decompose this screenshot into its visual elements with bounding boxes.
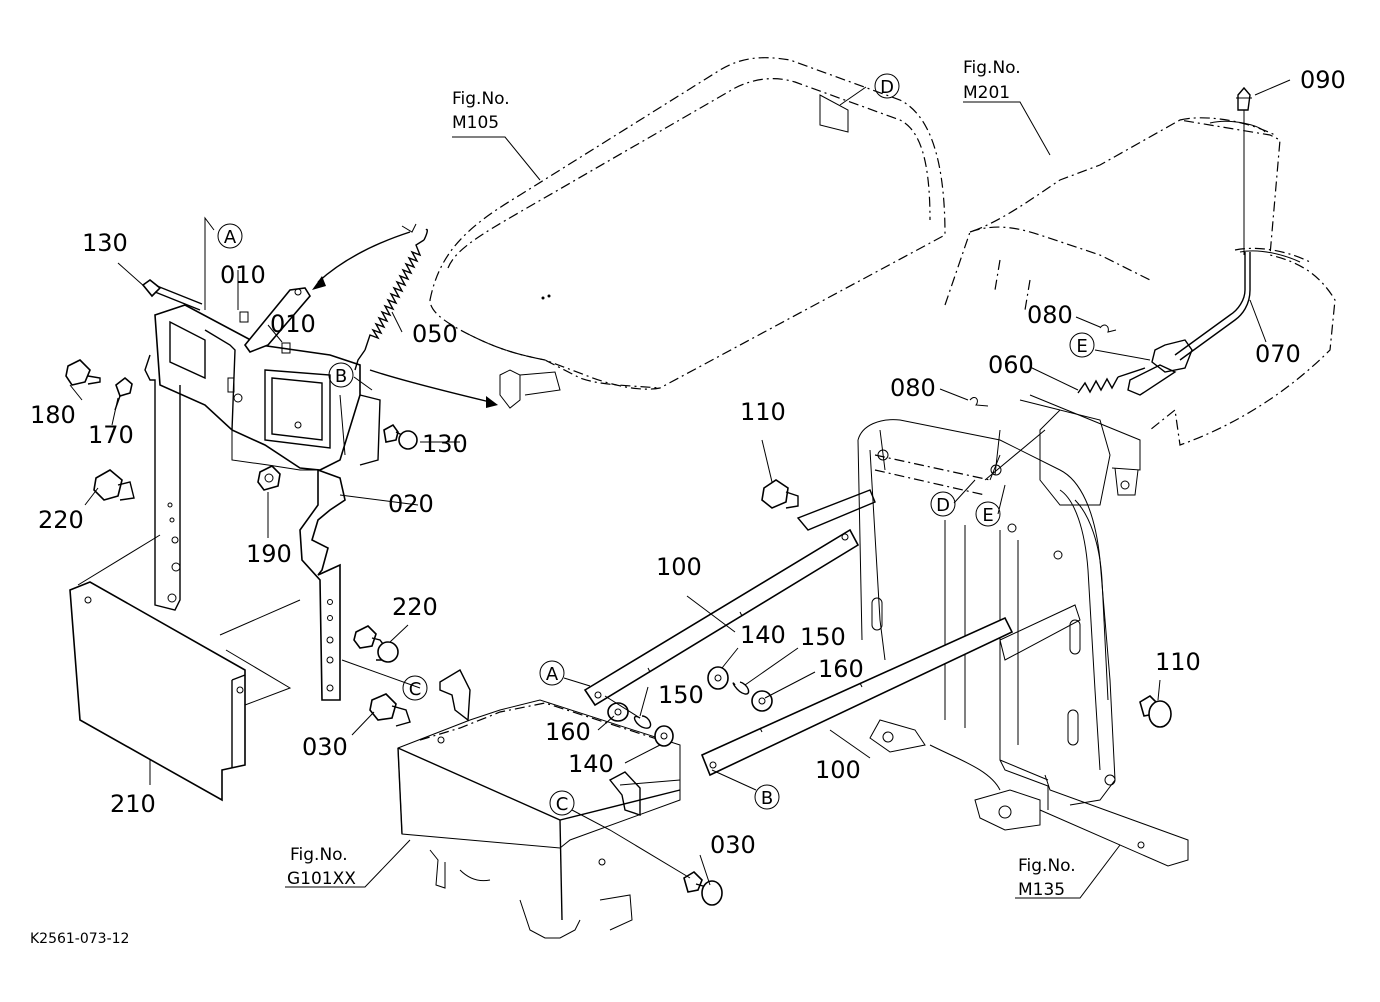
cables [312,223,498,408]
part-label-010-upper: 010 [220,261,266,289]
fig-ref-m135: Fig.No. M135 [1018,856,1076,900]
callout-a-bottom: A [539,660,565,686]
fig-ref-g101xx-label: Fig.No. [290,845,348,865]
part-label-160-right: 160 [818,655,864,683]
spring-060 [1077,367,1146,394]
part-label-150-left: 150 [658,681,704,709]
part-label-110-left: 110 [740,398,786,426]
callout-b-bottom: B [754,784,780,810]
part-label-020: 020 [388,490,434,518]
fig-ref-m105: Fig.No. M105 [452,89,510,133]
main-frame [857,394,1189,867]
part-label-050: 050 [412,320,458,348]
part-label-100-upper: 100 [656,553,702,581]
callout-d-top: D [874,73,900,99]
callout-a-top-label: A [224,227,237,248]
part-label-090: 090 [1300,66,1346,94]
leader-lines [69,79,1291,899]
rod-070 [1127,86,1252,396]
fig-ref-m135-number: M135 [1018,880,1065,900]
hood-outline [429,57,946,409]
part-label-080-lower: 080 [890,374,936,402]
callout-c-bottom-label: C [556,794,569,815]
callout-d-top-label: D [880,77,894,98]
part-label-150-right: 150 [800,623,846,651]
callout-c-left: C [402,675,428,701]
side-panel-210 [69,534,301,802]
part-label-030-bottom: 030 [710,831,756,859]
part-label-220-right: 220 [392,593,438,621]
fig-ref-g101xx: Fig.No. G101XX [287,845,356,889]
callout-b-bottom-label: B [761,788,773,809]
callout-b-top-label: B [335,366,347,387]
part-label-220-left: 220 [38,506,84,534]
part-label-070: 070 [1255,340,1301,368]
callout-e-bottom: E [975,501,1001,527]
part-label-170: 170 [88,421,134,449]
callout-e-bottom-label: E [982,505,993,526]
callout-e-top-label: E [1076,336,1087,357]
dash-panel-outline [944,117,1336,446]
fig-ref-g101xx-number: G101XX [287,869,356,889]
callout-a-bottom-label: A [546,664,559,685]
part-label-100-lower: 100 [815,756,861,784]
fig-ref-m135-label: Fig.No. [1018,856,1076,876]
drawing-code: K2561-073-12 [30,931,129,947]
fig-ref-m105-number: M105 [452,113,499,133]
part-label-210: 210 [110,790,156,818]
fig-ref-m201: Fig.No. M201 [963,58,1021,103]
spring-050 [354,228,429,371]
callout-d-bottom-label: D [936,495,950,516]
fig-ref-m105-label: Fig.No. [452,89,510,109]
callout-c-bottom: C [549,790,575,816]
part-label-130-right: 130 [422,430,468,458]
callout-d-bottom: D [930,491,956,517]
part-label-140-right: 140 [740,621,786,649]
part-label-140-left: 140 [568,750,614,778]
callout-b-top: B [328,362,354,388]
fig-ref-m201-number: M201 [963,83,1010,103]
part-label-160-left: 160 [545,718,591,746]
battery-tray [397,669,681,939]
part-label-060: 060 [988,351,1034,379]
callout-e-top: E [1069,332,1095,358]
part-label-010-lower: 010 [270,310,316,338]
front-bracket [144,287,381,701]
fig-ref-m201-label: Fig.No. [963,58,1021,78]
part-label-190: 190 [246,540,292,568]
fasteners [65,278,1172,906]
part-label-080-upper: 080 [1027,301,1073,329]
part-label-130-left: 130 [82,229,128,257]
part-label-030-left: 030 [302,733,348,761]
stay-rods [583,489,1014,777]
callout-a-top: A [217,223,243,249]
callout-c-left-label: C [409,679,422,700]
part-label-180: 180 [30,401,76,429]
part-label-110-right: 110 [1155,648,1201,676]
